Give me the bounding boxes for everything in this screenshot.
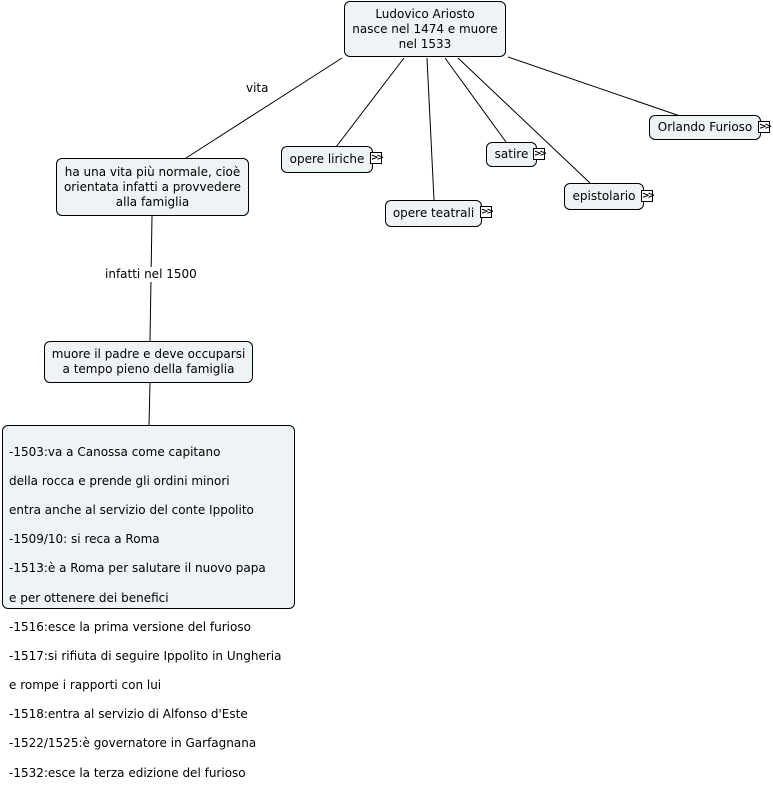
opere-liriche-node[interactable]: opere liriche [281, 146, 373, 173]
double-chevron-right-icon[interactable]: >> [758, 121, 772, 133]
timeline-line: e rompe i rapporti con lui [9, 678, 162, 693]
timeline-line: -1503:va a Canossa come capitano [9, 444, 221, 459]
vita-node[interactable]: ha una vita più normale, cioè orientata … [56, 158, 249, 216]
link-root-vita [185, 57, 343, 159]
timeline-line: -1516:esce la prima versione del furioso [9, 619, 251, 634]
double-chevron-right-icon[interactable]: >> [533, 148, 547, 160]
link-root-opere-liriche [335, 57, 405, 148]
timeline-line: -1522/1525:è governatore in Garfagnana [9, 736, 257, 751]
padre-node[interactable]: muore il padre e deve occuparsi a tempo … [44, 341, 253, 383]
timeline-line: -1518:entra al servizio di Alfonso d'Est… [9, 707, 248, 722]
double-chevron-right-icon[interactable]: >> [480, 206, 494, 218]
satire-node[interactable]: satire [486, 142, 537, 167]
link-root-opere-teatrali [426, 57, 435, 201]
connector-lines [148, 56, 681, 426]
link-root-satire [444, 57, 507, 143]
infatti-label: infatti nel 1500 [103, 267, 199, 282]
opere-teatrali-node[interactable]: opere teatrali [385, 200, 482, 227]
timeline-line: della rocca e prende gli ordini minori [9, 473, 230, 488]
timeline-line: entra anche al servizio del conte Ippoli… [9, 502, 254, 517]
root-node[interactable]: Ludovico Ariosto nasce nel 1474 e muore … [344, 1, 506, 57]
vita-label: vita [244, 81, 271, 96]
double-chevron-right-icon[interactable]: >> [370, 152, 384, 164]
timeline-line: -1513:è a Roma per salutare il nuovo pap… [9, 561, 266, 576]
timeline-line: -1517:si rifiuta di seguire Ippolito in … [9, 648, 282, 663]
link-root-orlando-furioso [507, 56, 681, 117]
timeline-line: e per ottenere dei benefici [9, 590, 169, 605]
timeline-line: -1532:esce la terza edizione del furioso [9, 765, 246, 780]
timeline-line: -1509/10: si reca a Roma [9, 532, 160, 547]
orlando-furioso-node[interactable]: Orlando Furioso [649, 115, 761, 140]
link-padre-timeline [148, 382, 151, 426]
timeline-node[interactable]: -1503:va a Canossa come capitano della r… [2, 425, 295, 780]
double-chevron-right-icon[interactable]: >> [641, 190, 655, 202]
epistolario-node[interactable]: epistolario [564, 183, 644, 210]
link-root-epistolario [457, 57, 591, 184]
